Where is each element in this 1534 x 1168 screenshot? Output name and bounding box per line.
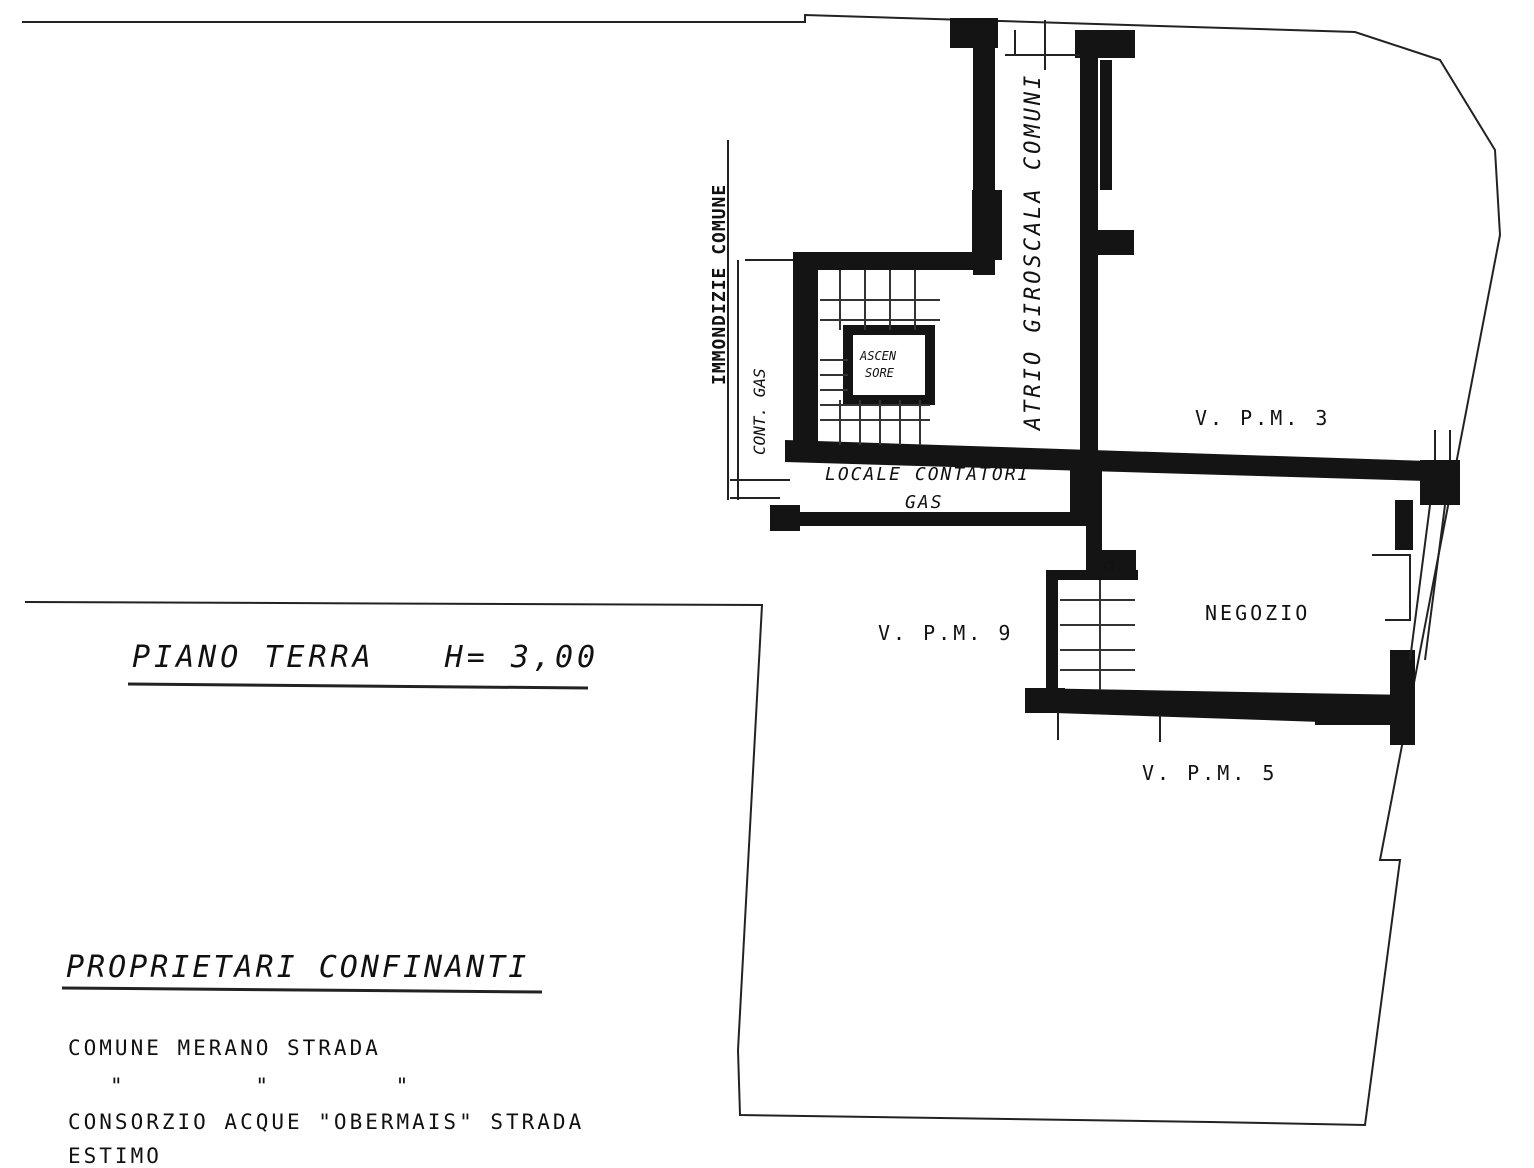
label-cont-gas: CONT. GAS xyxy=(750,368,769,455)
owner-ditto-1: " xyxy=(110,1074,123,1098)
owner-line-1: COMUNE MERANO STRADA xyxy=(68,1036,381,1060)
owner-ditto-row: " " " xyxy=(68,1074,408,1098)
label-neighbor-pm9: V. P.M. 9 xyxy=(878,621,1013,645)
label-locale-contatori-gas: GAS xyxy=(905,492,944,513)
stair-treads xyxy=(820,270,1135,690)
owners-title-underline xyxy=(61,986,543,994)
label-neighbor-pm3: V. P.M. 3 xyxy=(1195,406,1330,430)
owner-line-3: ESTIMO xyxy=(68,1144,162,1168)
owner-ditto-3: " xyxy=(395,1074,409,1098)
label-atrio: ATRIO GIROSCALA COMUNI xyxy=(1021,73,1046,432)
floor-title: PIANO TERRA H= 3,00 xyxy=(132,640,599,675)
label-ascensore-2: SORE xyxy=(865,366,895,380)
label-locale-contatori: LOCALE CONTATORI xyxy=(825,464,1030,485)
floor-label: PIANO TERRA xyxy=(132,640,375,675)
label-ascensore-1: ASCEN xyxy=(859,349,897,363)
walls xyxy=(770,18,1460,745)
floor-title-underline xyxy=(127,682,589,690)
door-details xyxy=(727,20,1451,742)
height-label: H= 3,00 xyxy=(444,640,600,675)
label-wc: CT. xyxy=(1103,560,1123,573)
owner-line-2: CONSORZIO ACQUE "OBERMAIS" STRADA xyxy=(68,1110,585,1134)
elevator-shaft xyxy=(843,325,935,405)
label-immondizie: IMMONDIZIE COMUNE xyxy=(709,184,730,385)
owners-title: PROPRIETARI CONFINANTI xyxy=(66,950,530,985)
label-negozio: NEGOZIO xyxy=(1205,601,1310,625)
label-neighbor-pm5: V. P.M. 5 xyxy=(1142,761,1277,785)
owner-ditto-2: " xyxy=(255,1074,268,1098)
